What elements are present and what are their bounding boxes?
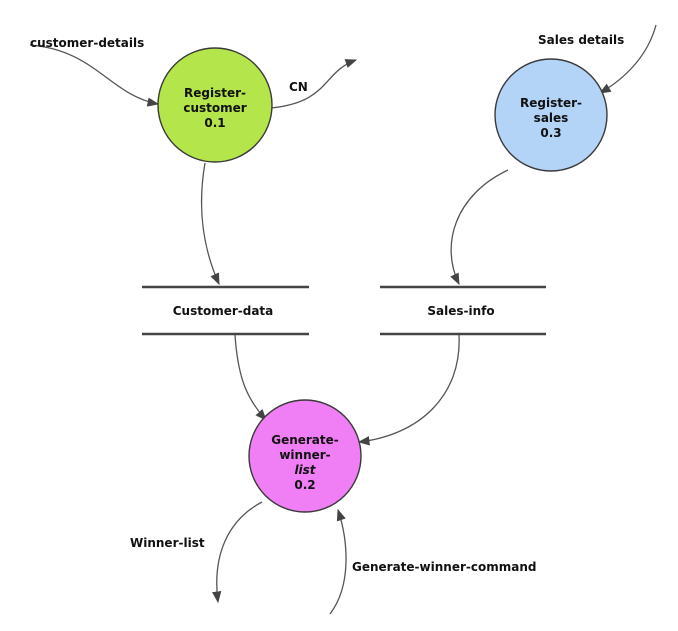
process-register-sales-circle: [494, 58, 608, 172]
process-generate-winner-list-circle: [248, 399, 362, 513]
winner-list-flow: [212, 501, 263, 604]
flow-label-customer-details: customer-details: [30, 36, 144, 50]
process-label-line1: Register-: [184, 86, 246, 100]
process-label-line2: customer: [183, 101, 246, 115]
customer-data-to-generate-winner-flow: [234, 334, 267, 421]
process-label-line2: winner-: [279, 448, 330, 462]
customer-details-flow: [29, 44, 160, 107]
store-label: Customer-data: [173, 304, 274, 318]
sales-details-flow: [598, 24, 657, 94]
flow-label-sales-details: Sales details: [538, 33, 624, 47]
flow-label-cn: CN: [289, 80, 308, 94]
store-sales-info: Sales-info: [380, 285, 546, 336]
process-number: 0.1: [204, 116, 225, 130]
store-label: Sales-info: [427, 304, 494, 318]
process-number: 0.2: [294, 478, 315, 492]
process-label-line3: list: [294, 463, 316, 477]
generate-winner-command-flow: [329, 508, 347, 615]
process-register-sales: Register- sales 0.3: [494, 58, 608, 172]
process-label-line1: Generate-: [271, 433, 339, 447]
process-number: 0.3: [540, 126, 561, 140]
process-register-customer: Register- customer 0.1: [157, 47, 273, 163]
register-sales-to-sales-info-flow: [450, 169, 509, 286]
process-generate-winner-list: Generate- winner- list 0.2: [248, 399, 362, 513]
sales-info-to-generate-winner-flow: [357, 334, 460, 446]
register-customer-to-customer-data-flow: [200, 162, 220, 286]
cn-flow: [270, 59, 358, 109]
process-register-customer-circle: [157, 47, 273, 163]
flow-label-generate-winner-command: Generate-winner-command: [352, 560, 536, 574]
store-customer-data: Customer-data: [142, 285, 309, 336]
process-label-line2: sales: [534, 111, 569, 125]
flow-label-winner-list: Winner-list: [130, 536, 205, 550]
process-label-line1: Register-: [520, 96, 582, 110]
